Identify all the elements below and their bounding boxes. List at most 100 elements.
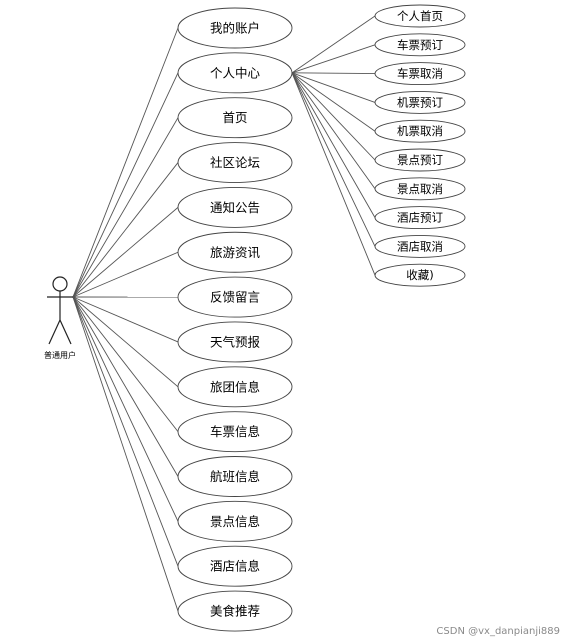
sub-use-case: 景点预订 (374, 148, 466, 172)
use-case-label: 个人中心 (210, 65, 261, 80)
actor-user: 普通用户 (44, 276, 76, 360)
use-case-ellipse (177, 456, 293, 497)
use-case: 美食推荐 (177, 590, 293, 632)
sub-use-case-ellipse (374, 33, 466, 57)
association-line (72, 162, 179, 298)
use-case-label: 旅团信息 (210, 379, 260, 394)
association-line (72, 296, 179, 567)
use-case: 旅团信息 (177, 366, 293, 408)
use-case-ellipse (177, 411, 293, 453)
main-use-cases: 我的账户个人中心首页社区论坛通知公告旅游资讯反馈留言天气预报旅团信息车票信息航班… (177, 7, 293, 632)
sub-association-line (291, 72, 376, 103)
sub-association-line (291, 72, 376, 276)
sub-use-case: 景点取消 (374, 177, 466, 201)
sub-use-case: 机票取消 (374, 119, 466, 143)
use-case-ellipse (177, 7, 293, 49)
sub-use-case: 个人首页 (374, 4, 466, 28)
association-line (72, 251, 179, 298)
use-case-label: 天气预报 (210, 334, 261, 349)
sub-use-case: 车票预订 (374, 33, 466, 57)
use-case-ellipse (177, 366, 293, 408)
association-line (72, 117, 179, 298)
sub-use-case: 车票取消 (374, 62, 466, 86)
association-lines (72, 15, 376, 612)
use-case-label: 车票信息 (210, 424, 260, 439)
use-case-label: 我的账户 (210, 21, 260, 36)
sub-association-line (291, 72, 376, 247)
use-case: 天气预报 (177, 321, 293, 363)
sub-use-case: 酒店预订 (374, 206, 466, 230)
use-case-label: 反馈留言 (210, 290, 260, 305)
use-case-label: 旅游资讯 (210, 245, 261, 260)
association-line (72, 296, 179, 343)
sub-association-line (291, 15, 376, 74)
association-line (72, 72, 179, 298)
use-case-label: 首页 (222, 110, 247, 125)
sub-association-line (291, 44, 376, 74)
use-case: 通知公告 (177, 186, 293, 228)
use-case-ellipse (177, 500, 293, 542)
use-case-label: 通知公告 (210, 200, 260, 215)
use-case-ellipse (177, 545, 293, 587)
actor-label: 普通用户 (44, 350, 76, 360)
use-case-ellipse (177, 52, 293, 94)
association-line (72, 207, 179, 298)
sub-use-case: 酒店取消 (374, 234, 466, 258)
watermark: CSDN @vx_danpianji889 (436, 626, 560, 637)
use-case: 酒店信息 (177, 545, 293, 587)
sub-use-case-label: 车票预订 (397, 38, 443, 52)
use-case-label: 社区论坛 (210, 155, 260, 170)
use-case-label: 航班信息 (210, 469, 260, 484)
sub-use-case-ellipse (374, 119, 466, 143)
sub-use-case-ellipse (374, 4, 466, 28)
sub-use-case-label: 收藏) (406, 268, 434, 282)
use-case-ellipse (177, 97, 293, 139)
sub-use-case-label: 景点取消 (397, 182, 443, 196)
sub-association-line (291, 72, 376, 161)
sub-use-case-ellipse (374, 148, 466, 172)
use-case: 社区论坛 (177, 142, 293, 184)
actor-right-leg (59, 319, 72, 345)
use-case: 首页 (177, 97, 293, 139)
association-line (72, 296, 179, 388)
sub-use-case-ellipse (374, 206, 466, 230)
sub-use-case-ellipse (374, 62, 466, 86)
association-line (72, 296, 179, 477)
use-case: 航班信息 (177, 456, 293, 497)
use-case-ellipse (177, 231, 293, 273)
use-case: 我的账户 (177, 7, 293, 49)
use-case-ellipse (177, 321, 293, 363)
actor-left-leg (48, 319, 61, 345)
use-case-label: 景点信息 (210, 514, 260, 529)
sub-use-case-label: 个人首页 (397, 9, 443, 23)
sub-association-line (291, 72, 376, 132)
sub-use-case-ellipse (374, 177, 466, 201)
use-case: 反馈留言 (177, 276, 293, 318)
sub-use-case-label: 酒店预订 (397, 211, 443, 225)
sub-association-line (291, 72, 376, 190)
use-case-label: 酒店信息 (210, 559, 260, 574)
use-case: 景点信息 (177, 500, 293, 542)
actor-head (52, 276, 68, 292)
association-line (72, 27, 179, 298)
association-line (72, 296, 179, 612)
sub-use-case-ellipse (374, 263, 466, 287)
sub-use-case-label: 酒店取消 (397, 239, 443, 253)
sub-use-case-label: 景点预订 (397, 153, 443, 167)
use-case-ellipse (177, 186, 293, 228)
sub-use-case-label: 车票取消 (397, 67, 443, 81)
use-case-label: 美食推荐 (210, 604, 260, 619)
use-case: 旅游资讯 (177, 231, 293, 273)
use-case: 车票信息 (177, 411, 293, 453)
use-case: 个人中心 (177, 52, 293, 94)
sub-use-case-label: 机票预订 (397, 95, 443, 109)
use-case-ellipse (177, 590, 293, 632)
use-case-ellipse (177, 276, 293, 318)
sub-use-case: 收藏) (374, 263, 466, 287)
sub-use-case: 机票预订 (374, 90, 466, 114)
use-case-ellipse (177, 142, 293, 184)
sub-association-line (291, 72, 376, 218)
sub-use-case-ellipse (374, 234, 466, 258)
